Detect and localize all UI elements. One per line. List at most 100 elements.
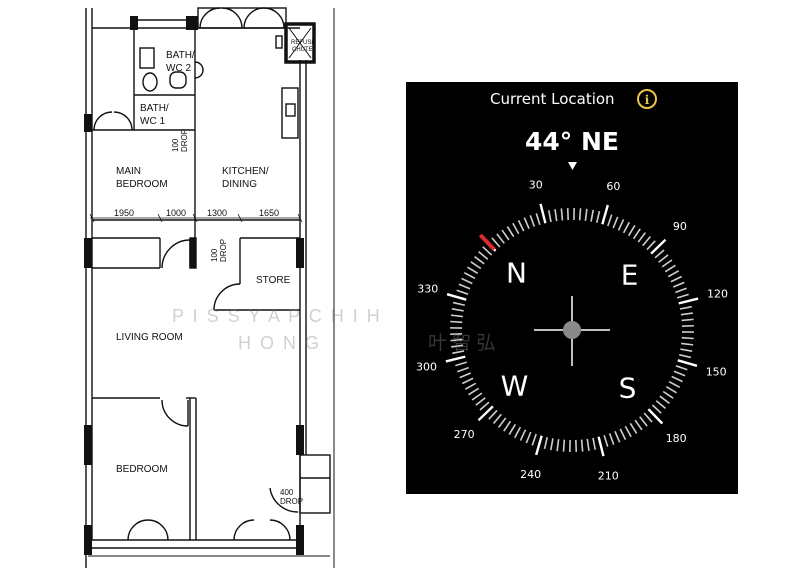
bedroom-label: BEDROOM xyxy=(116,464,168,475)
minor-tick xyxy=(643,412,653,423)
kitchen-dining-label-line2: DINING xyxy=(222,179,257,190)
minor-tick xyxy=(632,228,641,240)
minor-tick xyxy=(478,250,489,260)
minor-tick xyxy=(512,222,520,235)
kitchen-dining-label-line1: KITCHEN/ xyxy=(222,166,269,177)
minor-tick xyxy=(651,404,662,414)
major-tick xyxy=(445,355,466,363)
degree-label-150: 150 xyxy=(706,365,727,378)
minor-tick xyxy=(662,390,674,399)
minor-tick xyxy=(560,208,564,221)
minor-tick xyxy=(654,249,665,259)
cardinal-e: E xyxy=(621,258,639,291)
minor-tick xyxy=(670,275,683,283)
major-tick xyxy=(677,359,698,367)
minor-tick xyxy=(661,259,673,268)
minor-tick xyxy=(479,401,490,411)
minor-tick xyxy=(578,208,582,221)
minor-tick xyxy=(457,366,469,373)
major-tick xyxy=(539,203,547,224)
minor-tick xyxy=(547,210,552,223)
minor-tick xyxy=(592,437,597,450)
cardinal-w: W xyxy=(501,370,529,403)
degree-label-270: 270 xyxy=(454,428,475,441)
minor-tick xyxy=(622,221,630,234)
minor-tick xyxy=(455,361,468,367)
svg-text:i: i xyxy=(645,93,650,107)
heading-pointer-icon xyxy=(568,162,577,170)
major-tick xyxy=(650,238,667,255)
minor-tick xyxy=(451,308,464,312)
degree-label-180: 180 xyxy=(666,432,687,445)
minor-tick xyxy=(488,409,498,420)
minor-tick xyxy=(456,289,469,295)
drop-1-value: 100 xyxy=(171,138,180,152)
minor-tick xyxy=(608,433,615,445)
minor-tick xyxy=(450,314,463,318)
minor-tick xyxy=(508,423,517,435)
minor-tick xyxy=(676,293,689,299)
main-bedroom-label-line2: BEDROOM xyxy=(116,179,168,190)
minor-tick xyxy=(667,270,680,278)
major-tick xyxy=(601,204,609,225)
minor-tick xyxy=(475,397,486,406)
minor-tick xyxy=(680,312,693,316)
degree-label-120: 120 xyxy=(707,288,728,301)
minor-tick xyxy=(562,439,566,452)
minor-tick xyxy=(529,215,536,227)
major-tick xyxy=(597,436,605,457)
minor-tick xyxy=(675,365,688,371)
minor-tick xyxy=(470,261,482,270)
major-tick xyxy=(678,297,699,305)
minor-tick xyxy=(642,236,652,247)
minor-tick xyxy=(452,301,465,307)
minor-tick xyxy=(675,287,687,294)
main-bedroom-label-line1: MAIN xyxy=(116,166,141,177)
minor-tick xyxy=(474,255,485,265)
compass-tick-ring xyxy=(445,203,699,457)
minor-tick xyxy=(617,219,625,231)
info-icon[interactable]: i xyxy=(637,89,657,109)
store-label: STORE xyxy=(256,275,291,286)
degree-label-240: 240 xyxy=(520,468,541,481)
minor-tick xyxy=(681,342,694,346)
minor-tick xyxy=(637,232,647,243)
minor-tick xyxy=(580,439,584,452)
minor-tick xyxy=(461,377,474,385)
dimension-1300: 1300 xyxy=(207,208,227,218)
bath-wc-2-label-line2: WC 2 xyxy=(166,63,191,74)
major-tick xyxy=(647,408,664,425)
minor-tick xyxy=(471,392,483,401)
dimension-1950: 1950 xyxy=(114,208,134,218)
minor-tick xyxy=(590,209,594,222)
minor-tick xyxy=(612,216,619,229)
degree-label-90: 90 xyxy=(673,220,687,233)
minor-tick xyxy=(491,237,501,248)
degree-label-210: 210 xyxy=(598,470,619,483)
minor-tick xyxy=(624,425,632,438)
minor-tick xyxy=(672,281,685,288)
minor-tick xyxy=(584,208,588,221)
bath-wc-1-label-line1: BATH/ xyxy=(140,103,169,114)
minor-tick xyxy=(458,283,471,290)
minor-tick xyxy=(673,370,686,377)
refuse-chute-label-line2: CHUTE xyxy=(292,47,313,53)
minor-tick xyxy=(550,438,554,451)
minor-tick xyxy=(658,254,669,263)
minor-tick xyxy=(459,372,472,379)
drop-3-value: 400 xyxy=(280,488,294,497)
minor-tick xyxy=(525,431,532,444)
minor-tick xyxy=(679,353,692,359)
minor-tick xyxy=(668,380,681,388)
north-needle-icon xyxy=(478,233,496,251)
minor-tick xyxy=(501,229,510,241)
minor-tick xyxy=(639,416,648,427)
minor-tick xyxy=(681,318,694,322)
degree-label-330: 330 xyxy=(417,283,438,296)
minor-tick xyxy=(543,437,549,450)
degree-label-30: 30 xyxy=(529,178,543,191)
minor-tick xyxy=(629,422,638,434)
drop-2-value: 100 xyxy=(210,248,219,262)
